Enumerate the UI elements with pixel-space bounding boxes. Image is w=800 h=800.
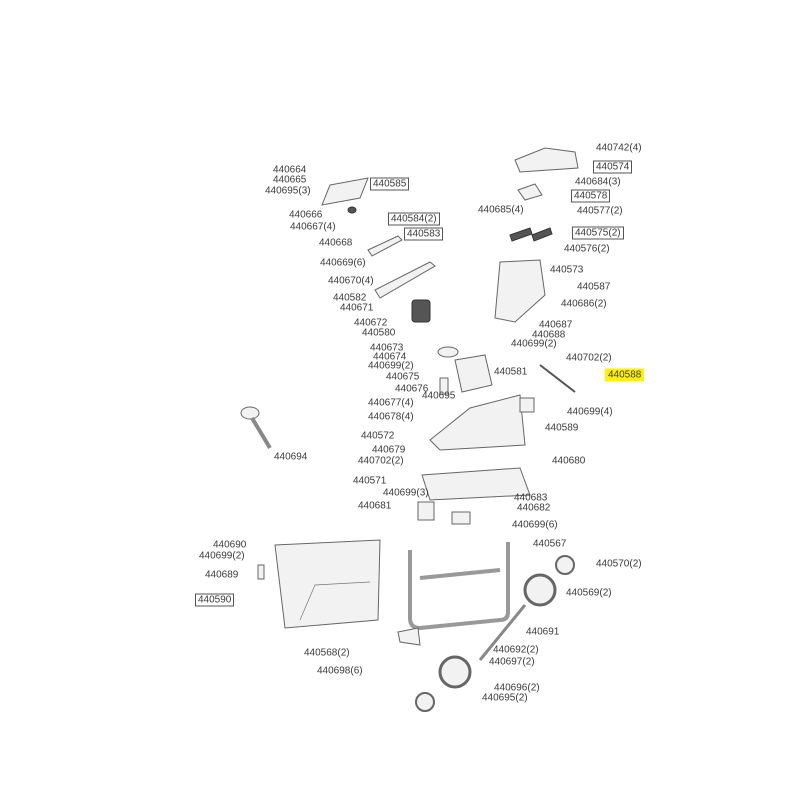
- part-number-label: 440664: [273, 164, 307, 176]
- spring-part: [509, 227, 533, 242]
- part-number-label: 440686(2): [561, 298, 607, 310]
- part-number-label: 440695(3): [265, 185, 311, 197]
- push-stick-knob: [240, 406, 260, 420]
- foot-part: [397, 627, 421, 646]
- part-number-label: 440698(6): [317, 665, 363, 677]
- part-number-label: 440669(6): [320, 257, 366, 269]
- part-number-label: 440675: [386, 371, 420, 383]
- wheel-large-part: [523, 573, 557, 607]
- part-number-label: 440696(2): [494, 682, 540, 694]
- part-number-label: 440690: [213, 539, 247, 551]
- part-number-label: 440584(2): [388, 212, 440, 226]
- part-number-label: 440695(2): [482, 692, 528, 704]
- part-number-label: 440671: [340, 302, 374, 314]
- part-number-label: 440683: [514, 492, 548, 504]
- part-number-label: 440699(3): [383, 487, 429, 499]
- seal-ring-part: [437, 346, 459, 358]
- cord-part: [539, 364, 576, 393]
- part-number-label: 440697(2): [489, 656, 535, 668]
- part-number-label: 440666: [289, 209, 323, 221]
- part-number-label: 440691: [526, 626, 560, 638]
- part-number-label: 440676: [395, 383, 429, 395]
- part-number-label: 440580: [362, 327, 396, 339]
- part-number-label: 440670(4): [328, 275, 374, 287]
- base-part: [421, 467, 531, 501]
- part-number-label: 440699(2): [511, 338, 557, 350]
- part-number-label: 440674: [373, 351, 407, 363]
- part-number-label: 440684(3): [575, 176, 621, 188]
- bracket-part: [417, 501, 435, 521]
- part-number-label: 440575(2): [572, 226, 624, 240]
- bin-window: [299, 581, 371, 621]
- motor-housing-part: [454, 354, 493, 393]
- part-number-label: 440699(6): [512, 519, 558, 531]
- part-number-label: 440702(2): [358, 455, 404, 467]
- blade-part: [374, 261, 436, 299]
- part-number-label: 440567: [533, 538, 567, 550]
- part-number-label: 440702(2): [566, 352, 612, 364]
- hubcap-part: [555, 555, 575, 575]
- part-number-label: 440694: [274, 451, 308, 463]
- motor-part: [411, 299, 431, 323]
- part-number-label: 440679: [372, 444, 406, 456]
- part-number-label: 440590: [195, 593, 235, 607]
- pusher-part: [517, 183, 543, 201]
- part-number-label: 440699(4): [567, 406, 613, 418]
- part-number-label: 440672: [354, 317, 388, 329]
- part-number-label: 440583: [404, 227, 444, 241]
- push-stick-shaft: [250, 416, 272, 450]
- part-number-label: 440578: [571, 189, 611, 203]
- part-number-label: 440571: [353, 475, 387, 487]
- part-number-label: 440699(2): [199, 550, 245, 562]
- part-number-label: 440581: [494, 366, 528, 378]
- sleeve-part: [439, 377, 449, 395]
- switch-part: [451, 511, 471, 525]
- part-number-label: 440585: [370, 177, 410, 191]
- part-number-label: 440572: [361, 430, 395, 442]
- hopper-lid-part: [514, 147, 579, 173]
- hubcap-part-2: [415, 692, 435, 712]
- part-number-label: 440587: [577, 281, 611, 293]
- part-number-label: 440582: [333, 292, 367, 304]
- axle-part: [478, 604, 527, 661]
- highlighted-part-label: 440588: [605, 368, 645, 382]
- part-number-label: 440573: [550, 264, 584, 276]
- cover-part: [321, 177, 369, 206]
- part-number-label: 440568(2): [304, 647, 350, 659]
- part-number-label: 440673: [370, 342, 404, 354]
- stand-frame-part: [408, 542, 510, 631]
- part-number-label: 440699(2): [368, 360, 414, 372]
- part-number-label: 440574: [593, 160, 633, 174]
- part-number-label: 440688: [532, 329, 566, 341]
- part-number-label: 440685(4): [478, 204, 524, 216]
- part-number-label: 440576(2): [564, 243, 610, 255]
- part-number-label: 440692(2): [493, 644, 539, 656]
- part-number-label: 440678(4): [368, 411, 414, 423]
- knob-part: [347, 206, 357, 214]
- part-number-label: 440677(4): [368, 397, 414, 409]
- wheel-large-part-2: [438, 655, 472, 689]
- blade-plate-part: [367, 235, 403, 257]
- part-number-label: 440680: [552, 455, 586, 467]
- spring-part-2: [531, 227, 553, 242]
- part-number-label: 440570(2): [596, 558, 642, 570]
- part-number-label: 440695: [422, 390, 456, 402]
- part-number-label: 440668: [319, 237, 353, 249]
- hopper-chute-part: [494, 259, 546, 323]
- part-number-label: 440687: [539, 319, 573, 331]
- part-number-label: 440589: [545, 422, 579, 434]
- part-number-label: 440682: [517, 502, 551, 514]
- part-number-label: 440665: [273, 174, 307, 186]
- switch-box-part: [519, 397, 535, 413]
- part-number-label: 440569(2): [566, 587, 612, 599]
- part-number-label: 440742(4): [596, 142, 642, 154]
- part-number-label: 440667(4): [290, 221, 336, 233]
- part-number-label: 440681: [358, 500, 392, 512]
- main-housing-part: [429, 394, 526, 451]
- latch-part: [257, 564, 265, 580]
- part-number-label: 440689: [205, 569, 239, 581]
- part-number-label: 440577(2): [577, 205, 623, 217]
